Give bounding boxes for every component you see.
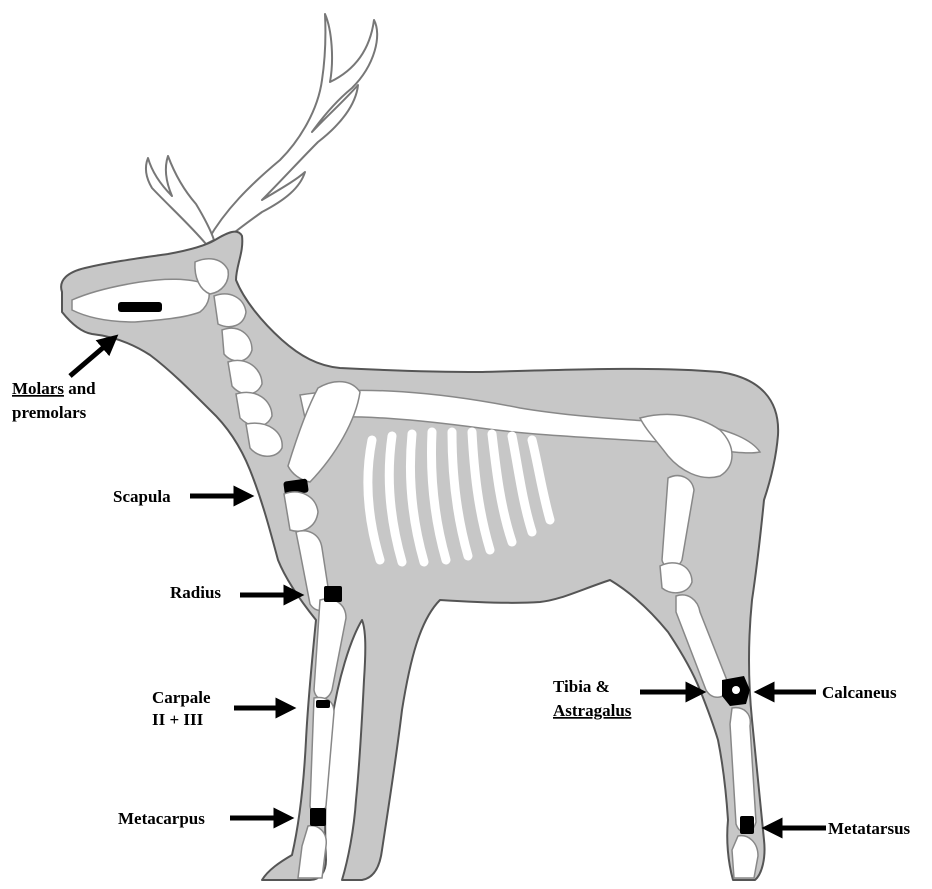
label-carpale-line2: II + III <box>152 710 204 729</box>
label-molars: Molars and <box>12 379 96 398</box>
radius-highlight <box>324 586 342 602</box>
label-radius: Radius <box>170 583 221 602</box>
carpale-highlight <box>316 700 330 708</box>
label-tibia-line1: Tibia & <box>553 677 610 696</box>
label-metatarsus: Metatarsus <box>828 819 911 838</box>
arrow-molars <box>70 340 112 376</box>
label-premolars: premolars <box>12 403 87 422</box>
label-tibia-line2: Astragalus <box>553 701 632 720</box>
antlers <box>146 14 377 248</box>
label-molars-rest: and <box>64 379 96 398</box>
calcaneus-marker <box>732 686 740 694</box>
label-calcaneus: Calcaneus <box>822 683 897 702</box>
metacarpus-highlight <box>310 808 326 826</box>
label-metacarpus: Metacarpus <box>118 809 205 828</box>
molars-highlight <box>118 302 162 312</box>
label-carpale-line1: Carpale <box>152 688 211 707</box>
label-molars-underlined: Molars <box>12 379 64 398</box>
metatarsus-highlight <box>740 816 754 834</box>
label-scapula: Scapula <box>113 487 171 506</box>
